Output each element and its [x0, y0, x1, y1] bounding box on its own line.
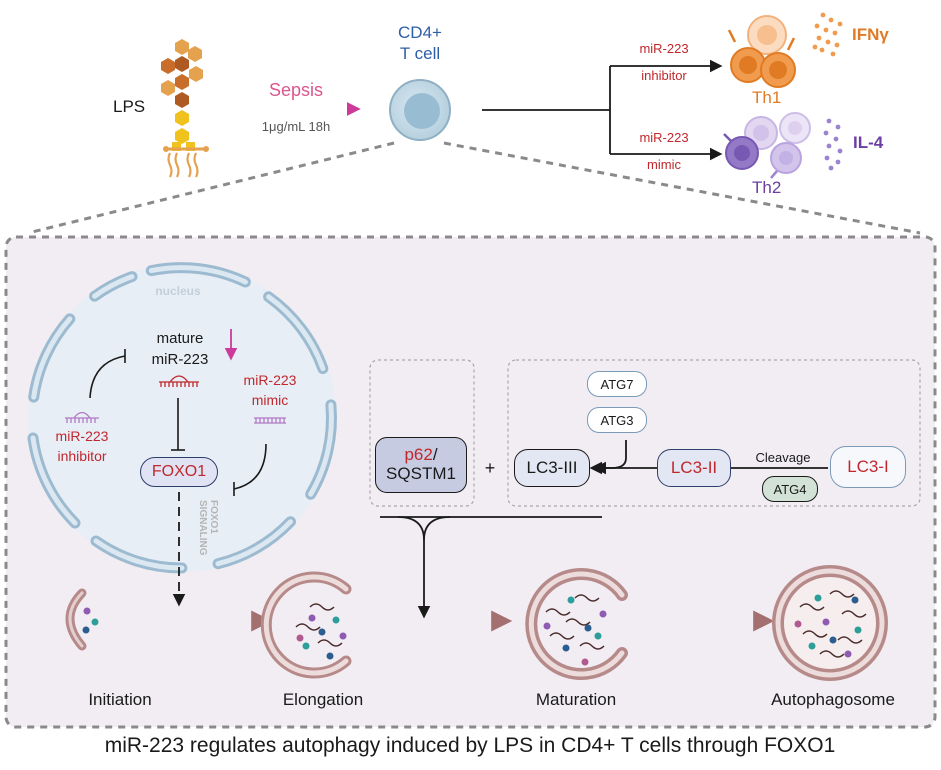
il4-label: IL-4 [853, 133, 884, 152]
atg3-label: ATG3 [600, 412, 634, 428]
th1-label: Th1 [752, 88, 782, 107]
p62-label: p62 [404, 445, 433, 465]
th2-label: Th2 [752, 178, 782, 197]
branch-mimic-line1: miR-223 [639, 130, 689, 145]
zoom-line-left [27, 141, 395, 235]
branch-mimic-line2: mimic [647, 157, 681, 172]
p62-slash: / [432, 445, 438, 465]
mature-label-line1: mature [156, 330, 204, 347]
inhibitor-mirna-icon [65, 411, 99, 423]
mimic-mirna-icon [254, 417, 286, 424]
dose-label: 1μg/mL 18h [261, 119, 331, 134]
lc3-ii-label: LC3-II [670, 458, 718, 477]
branch-inhibitor-line1: miR-223 [639, 41, 689, 56]
zoom-line-right [443, 141, 921, 235]
atg7-node: ATG7 [587, 371, 647, 397]
sepsis-label: Sepsis [268, 80, 324, 100]
atg3-node: ATG3 [587, 407, 647, 433]
stage-autophagosome: Autophagosome [771, 690, 895, 709]
cleavage-label: Cleavage [755, 450, 811, 465]
atg7-label: ATG7 [600, 376, 634, 392]
mimic-label-line2: mimic [251, 392, 289, 408]
p62-sqstm1-node: p62/ SQSTM1 [375, 437, 467, 493]
initiation-phagophore-icon [65, 588, 99, 651]
foxo1-node: FOXO1 [140, 457, 218, 487]
mimic-label-line1: miR-223 [243, 372, 297, 388]
th2-cells-icon [723, 112, 811, 179]
ifn-gamma-particles-icon [812, 12, 843, 57]
mature-label-line2: miR-223 [151, 351, 209, 368]
stage-initiation: Initiation [88, 690, 152, 709]
sqstm1-label: SQSTM1 [386, 464, 456, 483]
stage-elongation: Elongation [282, 690, 364, 709]
foxo1-label: FOXO1 [151, 463, 207, 480]
figure-caption: miR-223 regulates autophagy induced by L… [104, 734, 836, 757]
convergence-bracket [380, 516, 602, 619]
lc3-group-box [507, 359, 921, 507]
th1-cells-icon [727, 15, 796, 88]
p62-line: p62/ [404, 445, 438, 465]
plus-sign: + [484, 458, 496, 478]
differentiation-branches [482, 59, 723, 161]
branch-inhibitor-line2: inhibitor [641, 68, 687, 83]
p62-group-box [369, 359, 475, 507]
atg4-node: ATG4 [762, 476, 818, 502]
foxo1-signaling-label: FOXO1 SIGNALING [197, 500, 220, 570]
cd4-t-cell-icon [389, 79, 451, 141]
signaling-line2: SIGNALING [197, 500, 209, 556]
nucleus-label: nucleus [155, 284, 201, 298]
atg4-label: ATG4 [773, 481, 807, 497]
nucleus-membrane [27, 262, 337, 574]
autophagosome-icon [772, 565, 888, 681]
cd4-label-line1: CD4+ [398, 23, 442, 42]
lc3-ii-node: LC3-II [657, 449, 731, 487]
maturation-vesicle-icon [525, 568, 628, 680]
stage-maturation: Maturation [535, 690, 617, 709]
inhibition-connectors [89, 349, 267, 496]
mature-mirna-icon [159, 375, 199, 387]
lc3-iii-label: LC3-III [526, 458, 578, 477]
lps-label: LPS [113, 97, 146, 116]
signaling-line1: FOXO1 [208, 500, 219, 534]
inhibitor-label-line1: miR-223 [55, 428, 109, 444]
lc3-i-label: LC3-I [847, 457, 889, 476]
lc3-iii-node: LC3-III [514, 449, 590, 487]
lps-molecule-icon [161, 39, 209, 178]
cd4-label-line2: T cell [399, 44, 441, 63]
inhibitor-label-line2: inhibitor [57, 448, 107, 464]
lc3-i-node: LC3-I [830, 446, 906, 488]
ifn-gamma-label: IFNγ [852, 25, 889, 44]
il4-particles-icon [823, 118, 843, 171]
elongation-phagophore-icon [260, 571, 352, 679]
